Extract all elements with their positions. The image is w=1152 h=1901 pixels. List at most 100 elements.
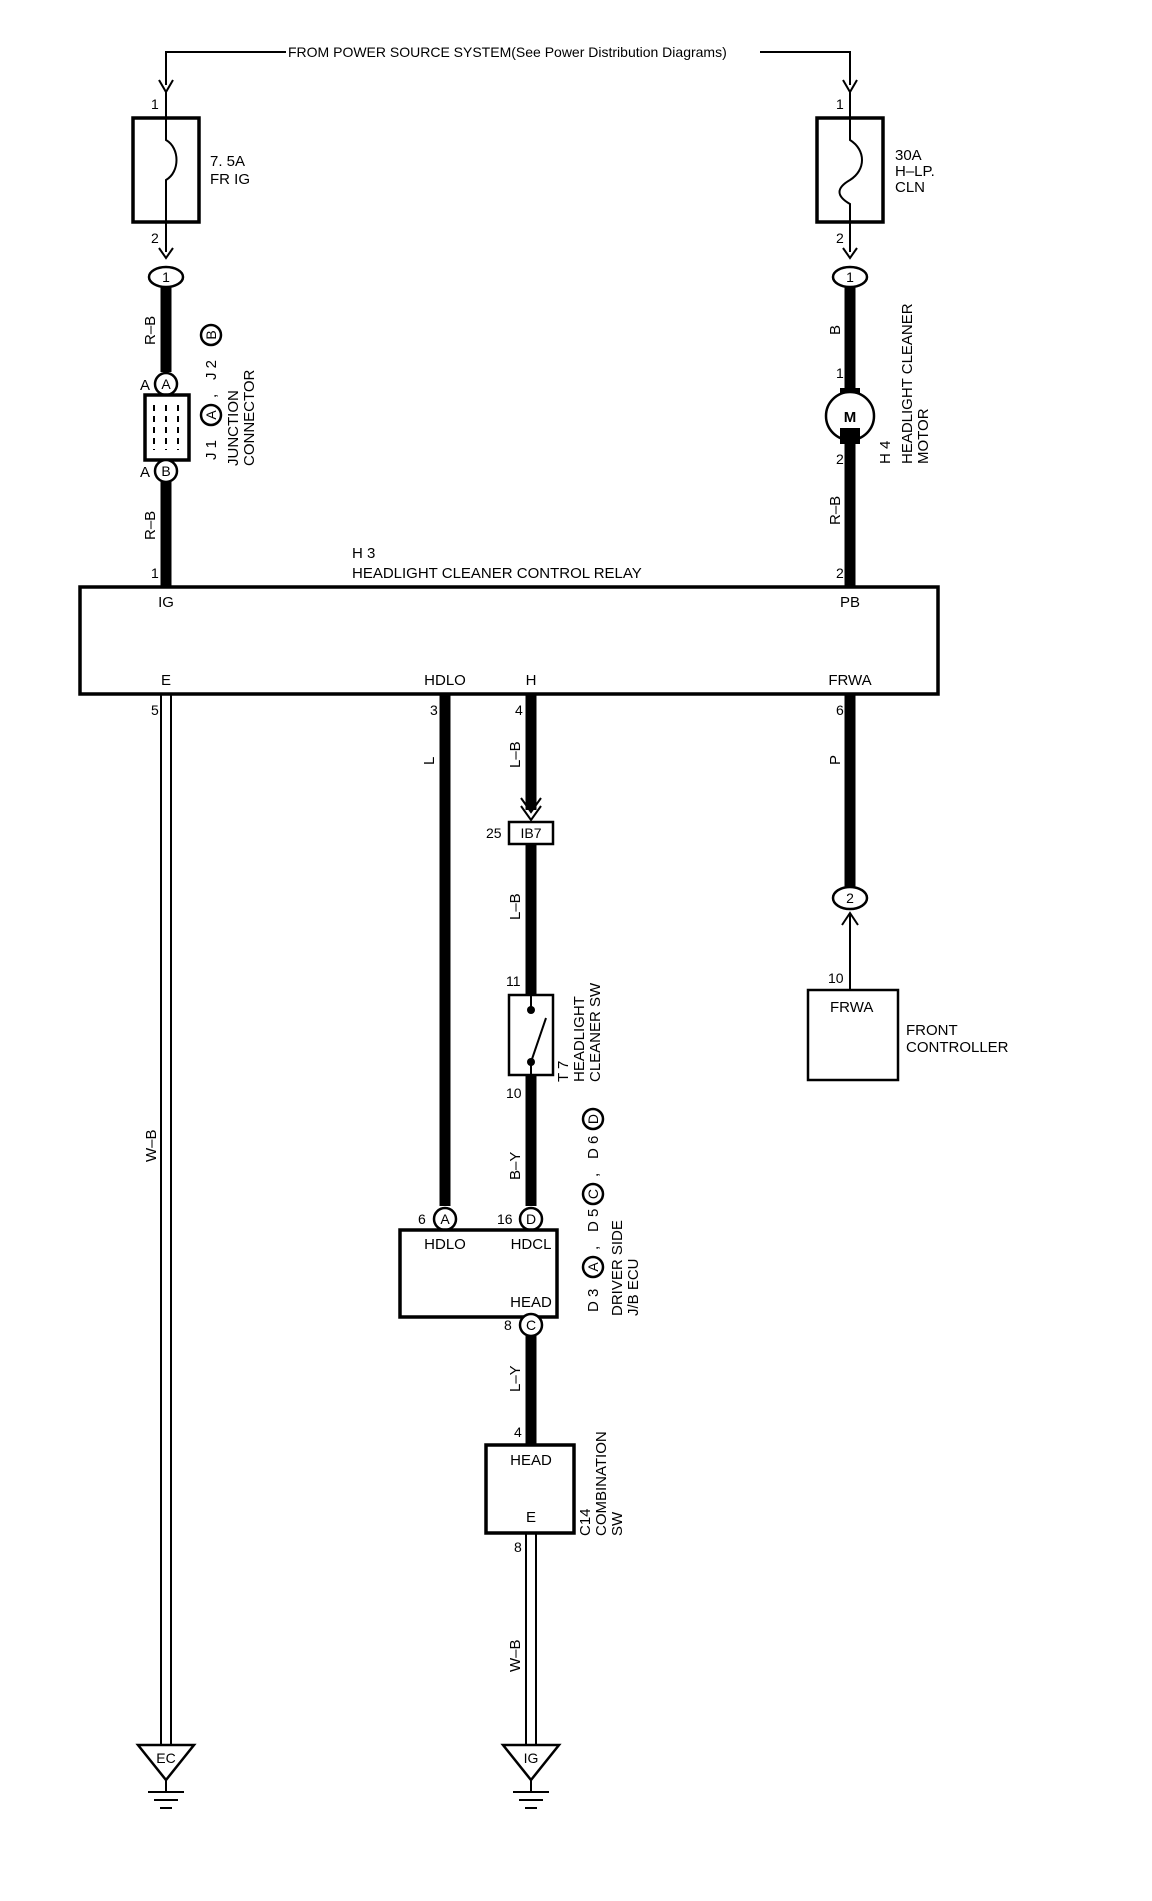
- ground-ec: EC: [156, 1750, 175, 1766]
- wire-l: L: [421, 757, 438, 765]
- combo-head: HEAD: [510, 1452, 552, 1469]
- frwa-branch: P 2 10 FRWA FRONT CONTROLLER: [806, 694, 1009, 1082]
- power-source-line: FROM POWER SOURCE SYSTEM(See Power Distr…: [158, 44, 858, 94]
- fuse2-rating: 30A: [895, 147, 922, 164]
- relay-id: H 3: [352, 545, 375, 562]
- combination-switch: L–Y 4 HEAD E 8 C14 COMBINATION SW: [484, 1336, 626, 1555]
- wire-wb-left: W–B: [143, 1129, 160, 1162]
- switch-label-line1: HEADLIGHT: [571, 996, 588, 1082]
- wire-rb-top: R–B: [142, 316, 159, 345]
- ground-branch-left: W–B EC: [135, 694, 197, 1809]
- fuse2-pin-out: 2: [836, 230, 844, 246]
- wire-by: B–Y: [507, 1152, 524, 1180]
- wire-rb-mid: R–B: [142, 511, 159, 540]
- ecu-head-letter: C: [526, 1317, 536, 1333]
- fc-label-line1: FRONT: [906, 1022, 958, 1039]
- power-source-label: FROM POWER SOURCE SYSTEM(See Power Distr…: [288, 44, 727, 60]
- relay-term-e: E: [161, 672, 171, 689]
- connector-1-left: 1: [162, 269, 170, 285]
- ecu-letter-c: C: [585, 1189, 601, 1199]
- junction-top-letter: A: [161, 376, 171, 392]
- ib-name: IB7: [520, 825, 541, 841]
- fuse1-pin-in: 1: [151, 96, 159, 112]
- motor-label-line1: HEADLIGHT CLEANER: [899, 303, 916, 464]
- wire-ly: L–Y: [507, 1365, 524, 1392]
- motor-id: H 4: [877, 441, 894, 464]
- wire-b: B: [827, 325, 844, 335]
- h-branch: L–B 25 IB7 L–B 11 10 T 7 HEADLIGHT CLEAN…: [486, 694, 604, 1206]
- junction-id2: J 2: [203, 360, 220, 380]
- fuse1-pin-out: 2: [151, 230, 159, 246]
- relay-pin-e: 5: [151, 702, 159, 718]
- junction-top-side: A: [140, 377, 150, 394]
- motor-label-line2: MOTOR: [915, 408, 932, 464]
- fuse-h-lp-cln: 1 30A H–LP. CLN 2: [815, 92, 935, 260]
- ecu-label-line2: J/B ECU: [625, 1258, 642, 1316]
- fc-terminal: FRWA: [830, 999, 873, 1016]
- fuse2-name-line1: H–LP.: [895, 163, 935, 180]
- fc-pin: 10: [828, 970, 844, 986]
- hdlo-branch: L: [421, 694, 451, 1206]
- jb-ecu: 6 A 16 D HDLO HDCL HEAD 8 C D 3 A , D 5 …: [398, 1107, 642, 1338]
- right-branch: 1 B 1 M 2 R–B 2 H 4 HEADLIGHT CLEANER MO…: [824, 265, 932, 586]
- combo-label-line2: SW: [609, 1511, 626, 1536]
- wire-p: P: [827, 755, 844, 765]
- wire-lb1: L–B: [507, 741, 524, 768]
- ecu-id-d: D 6: [585, 1136, 602, 1159]
- ecu-hdcl-name: HDCL: [511, 1236, 552, 1253]
- junction-id1-letter: A: [203, 410, 219, 420]
- ecu-letter-a: A: [585, 1262, 601, 1272]
- wire-wb-bottom: W–B: [507, 1639, 524, 1672]
- combo-head-pin: 4: [514, 1424, 522, 1440]
- relay-term-hdlo: HDLO: [424, 672, 466, 689]
- ecu-hdlo-pin: 6: [418, 1211, 426, 1227]
- ecu-sep2: ,: [585, 1173, 602, 1177]
- relay-pin-hdlo: 3: [430, 702, 438, 718]
- ground-branch-right: W–B IG: [500, 1533, 562, 1809]
- ground-ig: IG: [524, 1750, 539, 1766]
- relay-term-h: H: [526, 672, 537, 689]
- ecu-hdlo-name: HDLO: [424, 1236, 466, 1253]
- ecu-id-a: D 3: [585, 1289, 602, 1312]
- junction-bottom-side: A: [140, 464, 150, 481]
- wire-rb-right: R–B: [827, 496, 844, 525]
- junction-bottom-letter: B: [161, 463, 170, 479]
- switch-pin-top: 11: [506, 973, 521, 989]
- ecu-sep1: ,: [585, 1246, 602, 1250]
- ecu-hdcl-pin: 16: [497, 1211, 513, 1227]
- relay-name: HEADLIGHT CLEANER CONTROL RELAY: [352, 565, 642, 582]
- fuse1-name: FR IG: [210, 171, 250, 188]
- ecu-label-line1: DRIVER SIDE: [609, 1220, 626, 1316]
- fuse-fr-ig: 1 7. 5A FR IG 2: [131, 92, 250, 260]
- ecu-id-c: D 5: [585, 1209, 602, 1232]
- ecu-head-name: HEAD: [510, 1294, 552, 1311]
- combo-id: C14: [577, 1508, 594, 1536]
- switch-id: T 7: [555, 1061, 572, 1082]
- relay-pin-frwa: 6: [836, 702, 844, 718]
- fuse1-rating: 7. 5A: [210, 153, 245, 170]
- junction-label-line2: CONNECTOR: [241, 369, 258, 466]
- switch-pin-bottom: 10: [506, 1085, 522, 1101]
- junction-sep: ,: [203, 394, 220, 398]
- junction-id1: J 1: [203, 440, 220, 460]
- switch-label-line2: CLEANER SW: [587, 982, 604, 1082]
- relay-term-frwa: FRWA: [828, 672, 871, 689]
- relay-term-pb: PB: [840, 594, 860, 611]
- relay-h3: H 3 HEADLIGHT CLEANER CONTROL RELAY IG P…: [78, 545, 940, 718]
- motor-pin1: 1: [836, 365, 844, 381]
- junction-id2-letter: B: [203, 330, 219, 339]
- ecu-letter-d: D: [585, 1114, 601, 1124]
- relay-pin-pb: 2: [836, 565, 844, 581]
- motor-symbol: M: [844, 409, 857, 426]
- connector-1-right: 1: [846, 269, 854, 285]
- relay-pin-ig: 1: [151, 565, 159, 581]
- junction-label-line1: JUNCTION: [225, 390, 242, 466]
- wire-lb2: L–B: [507, 893, 524, 920]
- ecu-hdcl-letter: D: [526, 1211, 536, 1227]
- fuse2-name-line2: CLN: [895, 179, 925, 196]
- combo-e-pin: 8: [514, 1539, 522, 1555]
- ib-pin: 25: [486, 825, 502, 841]
- left-branch: 1 R–B A A B A J 1 A , J 2 B JUNCTION CON…: [140, 265, 258, 586]
- connector-2: 2: [846, 890, 854, 906]
